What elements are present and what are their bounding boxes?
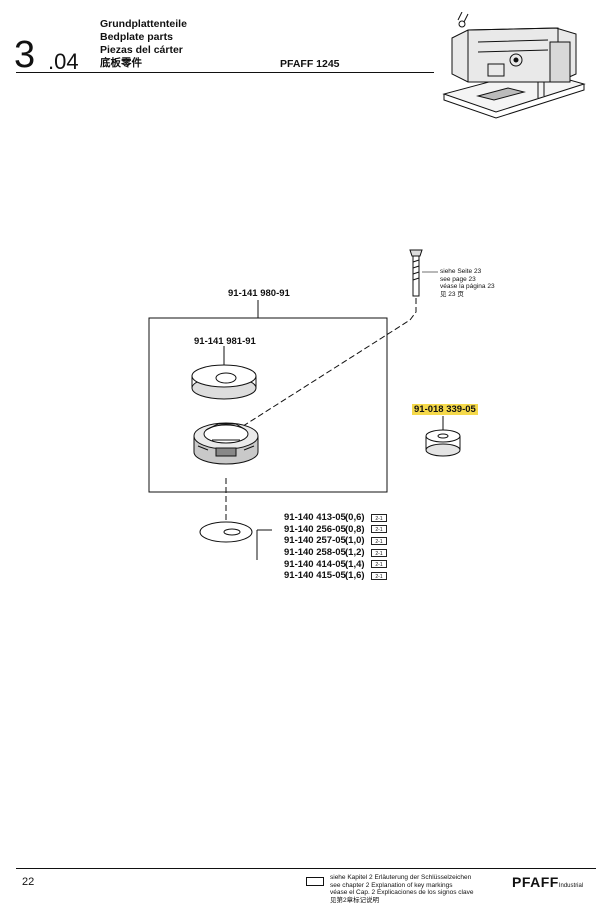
page-number: 22	[22, 876, 35, 888]
assembly-part-number: 91-141 980-91	[228, 288, 290, 299]
spring-row: 91-140 258-05 (1,2) 2-1	[284, 547, 387, 559]
spring-number: 91-140 413-05	[284, 512, 346, 524]
spring-size: (1,6)	[345, 570, 365, 582]
spring-size: (1,2)	[345, 547, 365, 559]
rotary-hook	[193, 422, 259, 465]
spring-number: 91-140 258-05	[284, 547, 346, 559]
key-marker: 2-1	[371, 560, 387, 569]
spring-size: (0,8)	[345, 523, 365, 535]
brand-sub: Industrial	[558, 883, 584, 889]
pfaff-logo: PFAFFIndustrial	[512, 874, 583, 890]
screw-ref-chinese: 见 23 页	[440, 290, 464, 298]
title-english: Bedplate parts	[100, 31, 173, 43]
footer-rule	[16, 868, 596, 869]
screw-leader-line	[239, 262, 417, 429]
header-rule	[16, 72, 434, 73]
spring-size: (1,4)	[345, 558, 365, 570]
key-note-german: siehe Kapitel 2 Erläuterung der Schlüsse…	[330, 874, 472, 881]
section-number-major: 3	[14, 34, 35, 76]
screw-reference-notes: siehe Seite 23 see page 23 véase la pági…	[440, 268, 495, 298]
machine-model: PFAFF 1245	[280, 58, 340, 70]
key-note-english: see chapter 2 Explanation of key marking…	[330, 881, 453, 889]
section-number-minor: .04	[48, 49, 79, 74]
spring-number: 91-140 415-05	[284, 570, 346, 582]
key-marking-notes: siehe Kapitel 2 Erläuterung der Schlüsse…	[330, 874, 473, 904]
key-marker: 2-1	[371, 548, 387, 557]
key-marker: 2-1	[371, 571, 387, 580]
spring-row: 91-140 413-05 (0,6) 2-1	[284, 512, 387, 524]
key-marker: 2-1	[371, 525, 387, 534]
spring-row: 91-140 414-05 (1,4) 2-1	[284, 558, 387, 570]
bobbin-spring-plate	[199, 521, 253, 543]
screw-part	[409, 249, 423, 297]
title-spanish: Piezas del cárter	[100, 44, 183, 56]
spring-size: (0,6)	[345, 512, 365, 524]
bobbin-case-cover	[191, 364, 257, 400]
spring-number: 91-140 414-05	[284, 558, 346, 570]
title-chinese: 底板零件	[100, 57, 142, 69]
key-marker: 2-1	[371, 536, 387, 545]
title-german: Grundplattenteile	[100, 18, 187, 30]
key-note-chinese: 见第2章标记说明	[330, 896, 380, 904]
key-marker: 2-1	[371, 513, 387, 522]
screw-ref-german: siehe Seite 23	[440, 268, 482, 275]
spring-size: (1,0)	[345, 535, 365, 547]
cover-part-number: 91-141 981-91	[194, 336, 256, 347]
assembly-frame	[148, 317, 388, 493]
sewing-machine-illustration	[442, 12, 586, 119]
spring-part-list: 91-140 413-05 (0,6) 2-1 91-140 256-05 (0…	[284, 512, 387, 582]
spring-row: 91-140 415-05 (1,6) 2-1	[284, 570, 387, 582]
key-marking-box	[306, 877, 324, 886]
bobbin-part-number: 91-018 339-05	[412, 404, 478, 415]
screw-ref-spanish: véase la página 23	[440, 283, 495, 290]
screw-ref-english: see page 23	[440, 275, 476, 283]
spring-number: 91-140 257-05	[284, 535, 346, 547]
spring-row: 91-140 257-05 (1,0) 2-1	[284, 535, 387, 547]
key-note-spanish: véase el Cap. 2 Explicaciones de los sig…	[330, 889, 474, 896]
bobbin-part	[425, 416, 461, 457]
spring-row: 91-140 256-05 (0,8) 2-1	[284, 524, 387, 536]
brand-name: PFAFF	[512, 874, 559, 890]
spring-number: 91-140 256-05	[284, 523, 346, 535]
